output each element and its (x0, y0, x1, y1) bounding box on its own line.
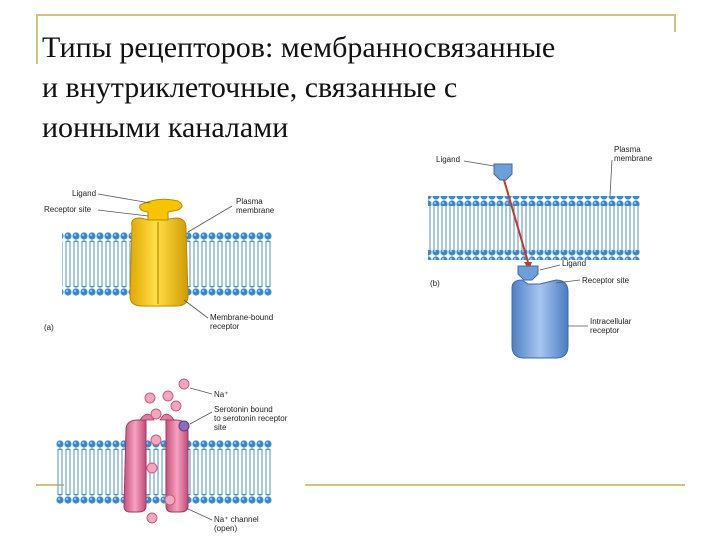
membrane-b (428, 196, 640, 260)
label-receptor-site-b: Receptor site (582, 276, 630, 285)
frame-right-tick (674, 14, 676, 32)
label-plasma-b-1: Plasma (614, 145, 641, 154)
channel-left-subunit (123, 419, 147, 513)
title-line-1: Типы рецепторов: мембранносвязанные (42, 31, 556, 64)
frame-bottom-left-line (36, 484, 64, 486)
label-serotonin-2: to serotonin receptor (214, 414, 288, 423)
panel-a: Ligand Receptor site Plasma membrane (a)… (44, 189, 275, 332)
label-panel-a: (a) (44, 323, 54, 332)
ligand-b-top (493, 163, 513, 181)
label-intracellular-1: Intracellular (590, 317, 632, 326)
label-receptor-site-a: Receptor site (44, 205, 92, 214)
label-na-channel-1: Na⁺ channel (214, 515, 259, 524)
label-ligand-b-bottom: Ligand (562, 259, 586, 268)
ligand-a (139, 198, 183, 221)
label-plasma-b-2: membrane (614, 154, 653, 163)
label-panel-b: (b) (430, 279, 440, 288)
title-line-2: и внутриклеточные, связанные с (42, 71, 458, 104)
receptor-blue (511, 279, 569, 359)
label-membrane-bound-2: receptor (210, 322, 240, 331)
frame-top-line (36, 14, 676, 16)
ligand-b-bottom (517, 265, 539, 281)
receptor-yellow (129, 217, 189, 307)
label-ligand-a: Ligand (72, 189, 96, 198)
slide-title: Типы рецепторов: мембранносвязанные и вн… (42, 28, 682, 148)
sodium-ions (144, 378, 190, 524)
serotonin-molecule (178, 420, 190, 432)
label-ligand-b-top: Ligand (436, 155, 460, 164)
label-serotonin-3: site (214, 423, 227, 432)
title-line-3: ионными каналами (42, 111, 289, 144)
panel-c: Na⁺ Serotonin bound to serotonin recepto… (56, 378, 288, 533)
frame-bottom-right-line (305, 484, 685, 486)
ligand-path-arrow (503, 179, 529, 263)
membrane-c (56, 440, 272, 504)
label-serotonin-1: Serotonin bound (214, 405, 273, 414)
label-plasma-a-2: membrane (236, 206, 275, 215)
label-na-channel-2: (open) (214, 524, 237, 533)
panel-b: Ligand Plasma membrane (b) Ligand Recept… (428, 145, 653, 359)
label-membrane-bound-1: Membrane-bound (210, 313, 273, 322)
label-intracellular-2: receptor (590, 326, 620, 335)
label-plasma-a-1: Plasma (236, 197, 263, 206)
frame-left-line (36, 14, 38, 64)
label-na-top: Na⁺ (214, 390, 228, 399)
